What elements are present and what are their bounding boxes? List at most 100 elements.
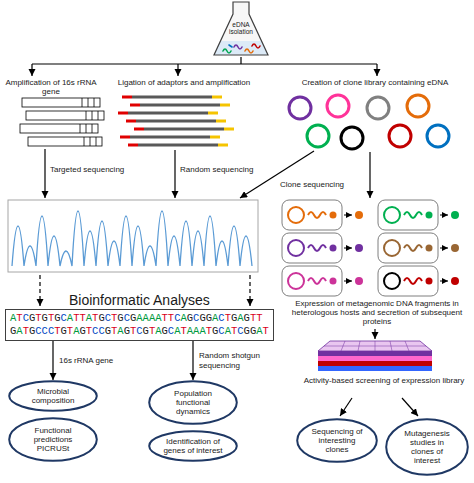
nucleotide: T	[180, 325, 186, 337]
host-cell	[378, 233, 438, 263]
microbe	[245, 49, 253, 53]
annotation-label: Random sequencing	[180, 165, 260, 174]
plate-layer	[318, 351, 432, 356]
node-text: Microbial composition	[23, 387, 84, 405]
annotation-label: Targeted sequencing	[50, 165, 130, 174]
nucleotide: A	[67, 312, 73, 324]
nucleotide: C	[61, 312, 67, 324]
nucleotide: T	[250, 312, 256, 324]
nucleotide: C	[218, 312, 224, 324]
amplicon-bar	[20, 124, 98, 133]
nucleotide: T	[149, 325, 155, 337]
host-cell	[282, 233, 342, 263]
arrow	[340, 398, 352, 416]
gene-insert	[404, 212, 422, 218]
nucleotide: C	[237, 325, 243, 337]
dashed-arrow	[39, 275, 40, 306]
node-text: Functional predictions PICRUSt	[23, 426, 84, 454]
amplicon-bar	[22, 98, 100, 107]
nucleotide: C	[42, 325, 48, 337]
arrow	[440, 248, 448, 249]
label-holder: Targeted sequencing	[50, 165, 130, 174]
nucleotide: A	[225, 325, 231, 337]
bar-divider	[82, 98, 94, 107]
sequence-box: Bioinformatic AnalysesATCGTGTGCATTATGCTG…	[5, 292, 274, 341]
nucleotide: T	[73, 312, 79, 324]
plasmid	[384, 273, 400, 289]
arrow	[44, 149, 45, 198]
nucleotide: A	[212, 312, 218, 324]
adaptor-fragments	[118, 97, 234, 145]
gene-insert	[404, 278, 422, 284]
microbe	[234, 45, 242, 49]
nucleotide: C	[124, 312, 130, 324]
dna-sequence: GATGCCCTGTAGTCCGTAGTCGTAGCATAAATGCATCGGA…	[10, 325, 269, 338]
text-holder: Mutagenesis studies in clones of interes…	[399, 429, 456, 466]
nucleotide: C	[174, 312, 180, 324]
secreted-protein	[355, 277, 363, 285]
nucleotide: T	[86, 325, 92, 337]
nucleotide: A	[237, 312, 243, 324]
gene-insert	[308, 212, 326, 218]
annotation-label: Clone sequencing	[280, 180, 354, 189]
plate-layer	[318, 361, 432, 366]
ellipse-shape	[149, 381, 237, 424]
screening-plate	[318, 341, 432, 371]
flask-node: eDNA isolation	[212, 1, 270, 57]
plasmid	[288, 273, 304, 289]
nucleotide: C	[35, 325, 41, 337]
nucleotide: A	[155, 312, 161, 324]
nucleotide: A	[117, 325, 123, 337]
host-cell	[378, 200, 438, 230]
ellipse-shape	[297, 419, 377, 462]
result-ellipse: Mutagenesis studies in clones of interes…	[385, 418, 469, 476]
nucleotide: A	[16, 325, 22, 337]
host-cell	[282, 200, 342, 230]
node-text: Sequencing of interesting clones	[309, 427, 365, 455]
nucleotide: A	[199, 325, 205, 337]
host-cell	[378, 266, 438, 296]
secreted-protein	[355, 244, 363, 252]
nucleotide: G	[29, 325, 35, 337]
plasmid	[341, 127, 363, 149]
chromatogram-trace	[12, 211, 252, 266]
amplicon-bar	[26, 111, 104, 120]
protein	[426, 278, 433, 285]
nucleotide: T	[67, 325, 73, 337]
edge-label: 16s rRNA gene	[58, 356, 114, 365]
nucleotide: C	[136, 325, 142, 337]
plasmid	[307, 125, 329, 147]
node-text: Population functional dynamics	[163, 389, 224, 417]
nucleotide: T	[48, 312, 54, 324]
sequence-frame: ATCGTGTGCATTATGCTGCGAAAATTCAGCGGACTGAGTT…	[5, 309, 274, 341]
text-holder: Identification of genes of interest	[163, 437, 224, 455]
dna-sequence: ATCGTGTGCATTATGCTGCGAAAATTCAGCGGACTGAGTT	[10, 312, 269, 325]
ellipse-shape	[9, 381, 97, 411]
text-holder: eDNA isolation	[225, 21, 257, 36]
nucleotide: C	[23, 312, 29, 324]
clone-library	[289, 95, 449, 149]
nucleotide: A	[10, 312, 16, 324]
secreted-protein	[451, 277, 459, 285]
arrow	[402, 398, 418, 416]
nucleotide: G	[117, 312, 123, 324]
plasmid	[407, 95, 429, 117]
result-arrows	[340, 398, 418, 416]
nucleotide: G	[79, 325, 85, 337]
arrow	[440, 281, 448, 282]
label-holder: Random sequencing	[180, 165, 260, 174]
nucleotide: G	[250, 325, 256, 337]
expression-cell	[378, 200, 459, 230]
result-ellipse: Identification of genes of interest	[148, 430, 238, 462]
nucleotide: G	[187, 312, 193, 324]
gene-insert	[308, 278, 326, 284]
split-arrows	[32, 57, 377, 76]
expression-cell	[282, 233, 363, 263]
arrow	[344, 215, 352, 216]
nucleotide: G	[143, 325, 149, 337]
microbe	[229, 45, 232, 47]
bar-divider	[80, 124, 92, 133]
arrow	[344, 281, 352, 282]
nucleotide: G	[244, 325, 250, 337]
